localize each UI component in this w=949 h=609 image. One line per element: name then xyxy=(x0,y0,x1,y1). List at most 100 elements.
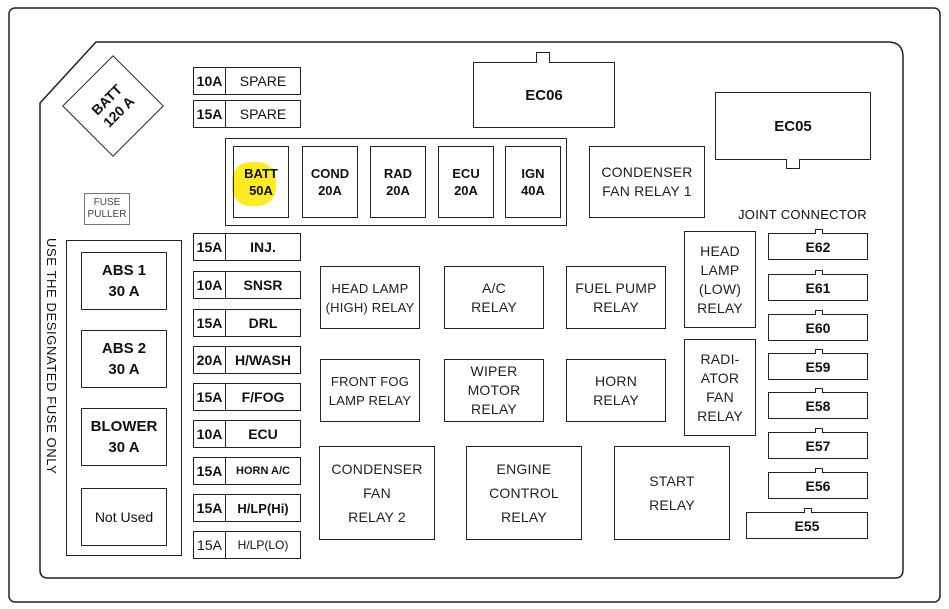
fuse-label: H/WASH xyxy=(226,346,301,374)
maxi-fuse-label: ECU 20A xyxy=(452,166,480,198)
fuse-puller-label: FUSE PULLER xyxy=(87,197,127,220)
joint-connector-e57: E57 xyxy=(768,428,868,459)
side-note: USE THE DESIGNATED FUSE ONLY xyxy=(44,238,64,508)
abs2-fuse: ABS 2 30 A xyxy=(81,330,167,388)
connector-tab xyxy=(815,349,823,354)
relay-label: START RELAY xyxy=(649,473,695,513)
joint-connector-label: E60 xyxy=(805,319,831,336)
relay-fuel-pump: FUEL PUMP RELAY xyxy=(566,266,666,329)
fuse-label: SPARE xyxy=(226,67,301,95)
fuse-label: DRL xyxy=(226,309,301,337)
fuse-amp: 15A xyxy=(193,531,226,559)
spare-fuse: 10A SPARE xyxy=(193,67,301,95)
fuse-amp: 10A xyxy=(193,420,226,448)
fuse-label: H/LP(Hi) xyxy=(226,494,301,522)
fuse-snsr: 10A SNSR xyxy=(193,271,301,299)
fuse-amp: 10A xyxy=(193,271,226,299)
connector-ec05: EC05 xyxy=(715,92,871,160)
relay-head-lamp-high: HEAD LAMP (HIGH) RELAY xyxy=(320,266,420,329)
relay-label: RADI- ATOR FAN RELAY xyxy=(697,350,743,424)
joint-connector-label: E58 xyxy=(805,397,831,414)
fuse-horn-ac: 15A HORN A/C xyxy=(193,457,301,485)
maxi-fuse-ign: IGN 40A xyxy=(505,146,561,218)
joint-connector-e55: E55 xyxy=(746,508,868,539)
fuse-hlp-hi: 15A H/LP(Hi) xyxy=(193,494,301,522)
relay-start: START RELAY xyxy=(614,446,730,540)
joint-connector-label: E59 xyxy=(805,358,831,375)
relay-label: A/C RELAY xyxy=(471,279,517,315)
connector-tab xyxy=(815,270,823,275)
connector-tab xyxy=(815,388,823,393)
fuse-amp: 10A xyxy=(193,67,226,95)
relay-horn: HORN RELAY xyxy=(566,359,666,422)
maxi-fuse-label: RAD 20A xyxy=(383,166,413,198)
connector-tab xyxy=(815,468,823,473)
maxi-fuse-label: IGN 40A xyxy=(521,166,545,198)
relay-ac: A/C RELAY xyxy=(444,266,544,329)
abs1-fuse: ABS 1 30 A xyxy=(81,252,167,310)
relay-engine-control: ENGINE CONTROL RELAY xyxy=(466,446,582,540)
not-used-fuse-label: Not Used xyxy=(94,508,154,525)
spare-fuse: 15A SPARE xyxy=(193,100,301,128)
maxi-fuse-group xyxy=(225,138,567,226)
maxi-fuse-cond: COND 20A xyxy=(302,146,358,218)
fuse-h-wash: 20A H/WASH xyxy=(193,346,301,374)
fuse-label: ECU xyxy=(226,420,301,448)
connector-tab xyxy=(815,310,823,315)
connector-tab xyxy=(804,508,812,513)
joint-connector-e58: E58 xyxy=(768,388,868,419)
joint-connector-label: E57 xyxy=(805,437,831,454)
fuse-ecu: 10A ECU xyxy=(193,420,301,448)
relay-radiator-fan: RADI- ATOR FAN RELAY xyxy=(684,339,756,436)
maxi-fuse-ecu: ECU 20A xyxy=(438,146,494,218)
maxi-fuse-label: BATT 50A xyxy=(244,166,278,198)
joint-connector-label: E56 xyxy=(805,477,831,494)
fuse-amp: 15A xyxy=(193,494,226,522)
fuse-hlp-lo: 15A H/LP(LO) xyxy=(193,531,301,559)
joint-connector-label: E55 xyxy=(794,517,820,534)
not-used-fuse: Not Used xyxy=(81,488,167,546)
relay-label: CONDENSER FAN RELAY 1 xyxy=(601,164,693,199)
relay-front-fog: FRONT FOG LAMP RELAY xyxy=(320,359,420,422)
maxi-fuse-rad: RAD 20A xyxy=(370,146,426,218)
fuse-inj: 15A INJ. xyxy=(193,233,301,261)
fuse-puller: FUSE PULLER xyxy=(84,193,130,225)
left-fuse-panel xyxy=(66,240,182,556)
relay-label: HEAD LAMP (HIGH) RELAY xyxy=(325,280,415,315)
relay-condenser-fan-1: CONDENSER FAN RELAY 1 xyxy=(589,146,705,218)
connector-ec05-tab xyxy=(786,159,800,169)
fuse-amp: 15A xyxy=(193,457,226,485)
joint-connector-e61: E61 xyxy=(768,270,868,301)
blower-fuse: BLOWER 30 A xyxy=(81,408,167,466)
fuse-label: H/LP(LO) xyxy=(226,531,301,559)
fuse-label: HORN A/C xyxy=(226,457,301,485)
highlight-marker xyxy=(232,162,276,206)
relay-label: WIPER MOTOR RELAY xyxy=(467,363,521,417)
fuse-amp: 15A xyxy=(193,383,226,411)
fuse-amp: 15A xyxy=(193,233,226,261)
abs1-fuse-label: ABS 1 30 A xyxy=(101,262,147,300)
joint-connector-e62: E62 xyxy=(768,229,868,260)
connector-ec06-label: EC06 xyxy=(525,86,563,104)
connector-ec05-label: EC05 xyxy=(774,117,812,135)
relay-condenser-fan-2: CONDENSER FAN RELAY 2 xyxy=(319,446,435,540)
fuse-drl: 15A DRL xyxy=(193,309,301,337)
fuse-amp: 20A xyxy=(193,346,226,374)
joint-connector-label: E61 xyxy=(805,279,831,296)
relay-label: CONDENSER FAN RELAY 2 xyxy=(331,461,423,525)
joint-connector-title: JOINT CONNECTOR xyxy=(738,207,867,222)
joint-connector-label: E62 xyxy=(805,238,831,255)
blower-fuse-label: BLOWER 30 A xyxy=(90,418,158,456)
connector-tab xyxy=(815,229,823,234)
relay-wiper-motor: WIPER MOTOR RELAY xyxy=(444,359,544,422)
connector-ec06-tab xyxy=(536,52,550,63)
fuse-label: SNSR xyxy=(226,271,301,299)
relay-label: FUEL PUMP RELAY xyxy=(575,279,657,315)
fuse-label: SPARE xyxy=(226,100,301,128)
connector-ec06: EC06 xyxy=(473,62,615,128)
relay-head-lamp-low: HEAD LAMP (LOW) RELAY xyxy=(684,231,756,328)
joint-connector-e56: E56 xyxy=(768,468,868,499)
main-battery-fuse-label: BATT 120 A xyxy=(88,81,138,131)
fuse-amp: 15A xyxy=(193,309,226,337)
